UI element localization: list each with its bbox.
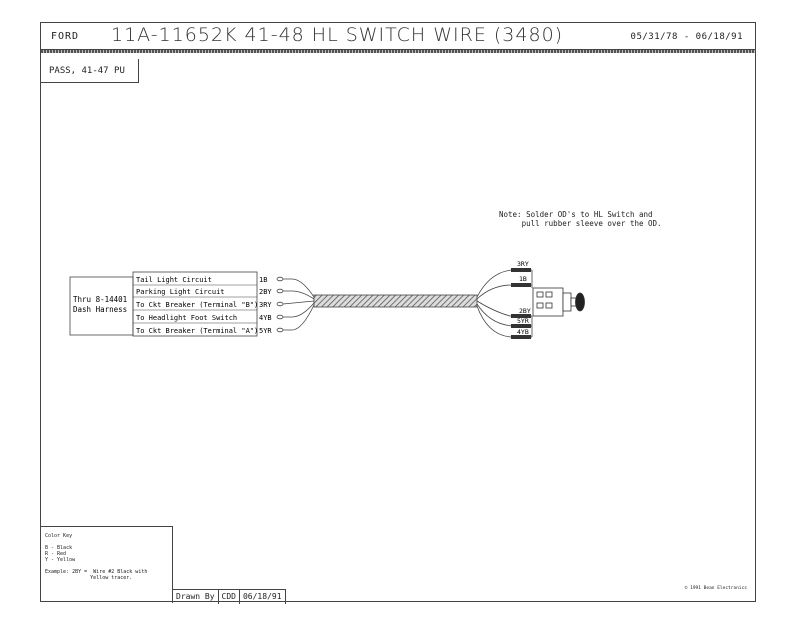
dash-harness-label-line2: Dash Harness xyxy=(73,305,127,314)
title-block: FORD 11A-11652K 41-48 HL SWITCH WIRE (34… xyxy=(41,23,755,53)
switch-wire-label: 5YR xyxy=(517,317,529,325)
dash-harness-label-line1: Thru 8-14401 xyxy=(73,295,127,304)
solder-note: Note: Solder OD's to HL Switch and pull … xyxy=(499,210,662,228)
circuit-rows: Tail Light Circuit Parking Light Circuit… xyxy=(132,271,272,337)
circuit-name: To Ckt Breaker (Terminal "A") xyxy=(136,327,258,335)
drawn-by-block: Drawn By CDD 06/18/91 xyxy=(173,589,286,604)
wire-loom xyxy=(313,294,478,308)
drawn-by-initials: CDD xyxy=(219,590,240,604)
drawn-date: 06/18/91 xyxy=(240,590,286,604)
drawn-by-label: Drawn By xyxy=(173,590,219,604)
color-key-entry: B - Black xyxy=(45,545,73,551)
circuit-name: To Ckt Breaker (Terminal "B") xyxy=(136,301,258,309)
drawing-title: 11A-11652K 41-48 HL SWITCH WIRE (3480) xyxy=(111,24,564,46)
switch-wire-label: 4YB xyxy=(517,328,529,336)
headlight-switch-icon xyxy=(532,287,585,317)
color-key-example: Example: 2BY = Wire #2 Black with Yellow… xyxy=(45,569,148,581)
switch-wire-label: 2BY xyxy=(519,307,531,315)
brand-label: FORD xyxy=(51,31,80,42)
wire-sleeves xyxy=(511,268,531,339)
drawing-sheet: FORD 11A-11652K 41-48 HL SWITCH WIRE (34… xyxy=(40,22,756,604)
color-key: Color Key B - Black R - Red Y - Yellow E… xyxy=(41,526,173,603)
circuit-name: Parking Light Circuit xyxy=(136,288,225,296)
circuit-code: 2BY xyxy=(259,288,272,296)
switch-wire-label: 1B xyxy=(519,275,527,283)
color-key-entry: Y - Yellow xyxy=(45,557,76,563)
circuit-code: 1B xyxy=(259,276,267,284)
circuit-code: 4YB xyxy=(259,314,272,322)
color-key-title: Color Key xyxy=(45,533,73,539)
color-key-entry: R - Red xyxy=(45,551,67,557)
circuit-code: 5YR xyxy=(259,327,272,335)
title-rule xyxy=(41,50,755,53)
left-terminals xyxy=(276,276,315,333)
circuit-name: To Headlight Foot Switch xyxy=(136,314,237,322)
circuit-code: 3RY xyxy=(259,301,272,309)
date-range: 05/31/78 - 06/18/91 xyxy=(630,32,743,42)
copyright: © 1991 Bean Electronics xyxy=(684,586,747,591)
switch-wire-label: 3RY xyxy=(517,260,529,268)
circuit-name: Tail Light Circuit xyxy=(136,276,212,284)
model-box: PASS, 41-47 PU xyxy=(41,59,139,83)
